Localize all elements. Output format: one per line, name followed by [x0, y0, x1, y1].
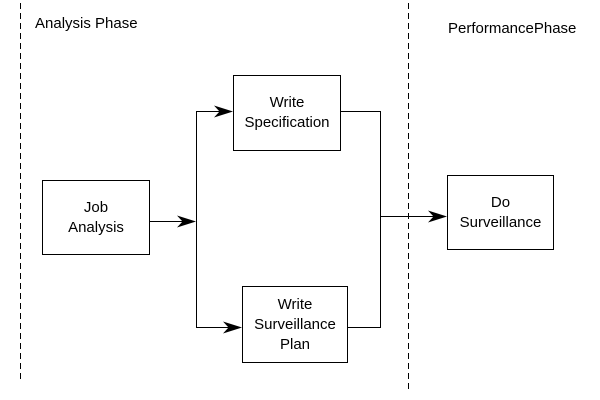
performance-phase-label: PerformancePhase — [448, 20, 577, 37]
arrowhead-icon — [223, 321, 242, 334]
node-job-analysis: Job Analysis — [42, 180, 150, 255]
edge-to-write-specification — [196, 105, 233, 118]
arrowhead-icon — [177, 215, 196, 228]
node-do-surveillance: Do Surveillance — [447, 175, 554, 250]
edge-job-analysis-out — [150, 215, 196, 228]
edge-to-write-surveillance-plan — [196, 321, 242, 334]
node-write-specification: Write Specification — [233, 75, 341, 151]
analysis-phase-label: Analysis Phase — [35, 15, 138, 32]
edge-to-do-surveillance — [381, 210, 447, 223]
arrowhead-icon — [428, 210, 447, 223]
arrowhead-icon — [214, 105, 233, 118]
node-write-surveillance-plan: Write Surveillance Plan — [242, 286, 348, 363]
